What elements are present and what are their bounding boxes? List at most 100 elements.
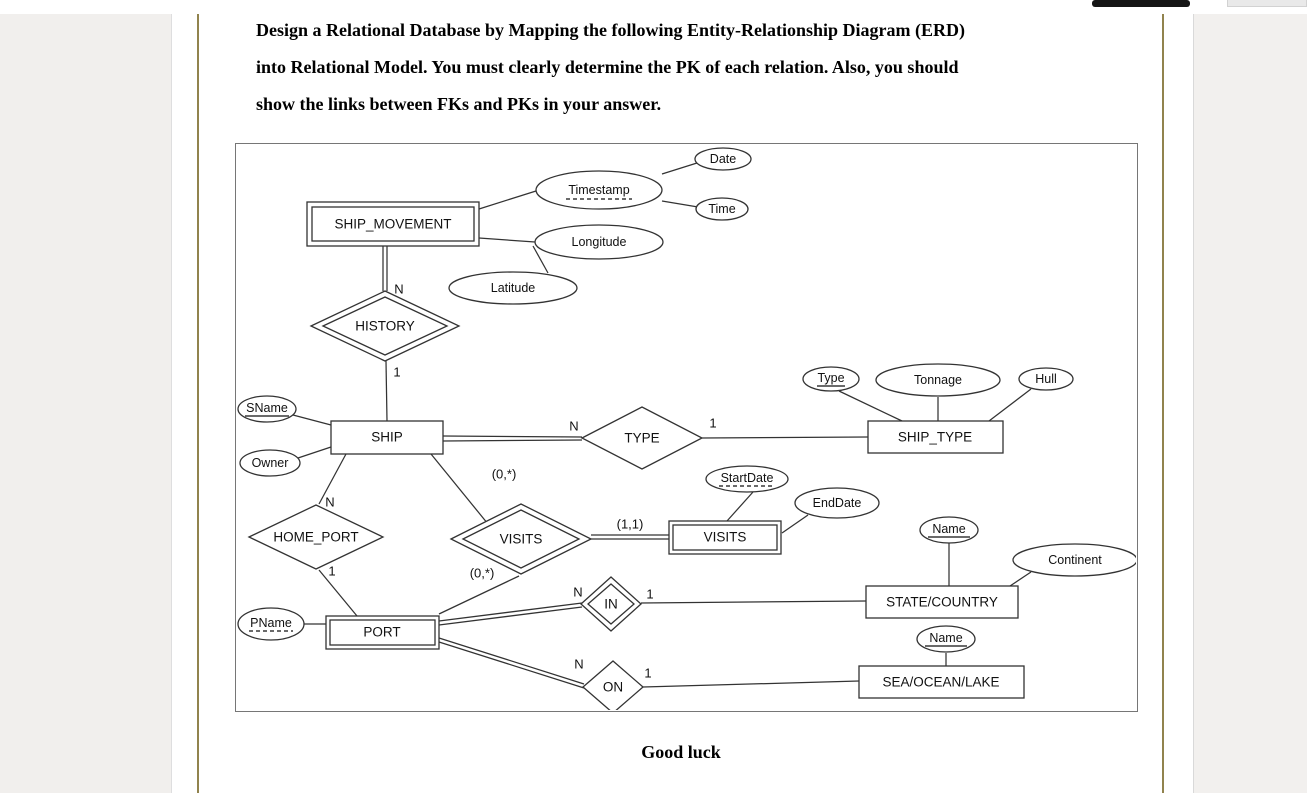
line-type-shiptype bbox=[701, 436, 869, 439]
attribute-name-sea-label: Name bbox=[929, 631, 962, 645]
attribute-enddate-label: EndDate bbox=[813, 496, 862, 510]
relationship-on-label: ON bbox=[603, 680, 623, 695]
attribute-time-label: Time bbox=[708, 202, 735, 216]
relationship-on bbox=[582, 660, 644, 714]
entity-ship bbox=[330, 420, 444, 455]
footer-text: Good luck bbox=[641, 742, 721, 762]
card-on-1: 1 bbox=[644, 666, 651, 681]
line-hull-shiptype bbox=[988, 388, 1032, 422]
attribute-enddate bbox=[794, 487, 880, 519]
attribute-timestamp-label: Timestamp bbox=[568, 183, 629, 197]
line-startdate-visits bbox=[726, 491, 754, 522]
line-port-visitsrel bbox=[438, 575, 520, 615]
card-type-1: 1 bbox=[709, 416, 716, 431]
line-owner-ship bbox=[297, 446, 332, 459]
right-margin-panel bbox=[1193, 14, 1307, 793]
line-ship-type-a bbox=[442, 435, 583, 438]
line-history-ship bbox=[385, 360, 388, 422]
card-homeport-n: N bbox=[325, 495, 334, 510]
line-continent-statecountry bbox=[1009, 571, 1032, 587]
cardinalities: N 1 N 1 (0,*) (1,1) (0,*) N 1 N 1 N 1 bbox=[325, 282, 716, 681]
relationship-history-label: HISTORY bbox=[355, 319, 415, 334]
relationship-in-inner bbox=[587, 583, 635, 625]
page-border-left bbox=[197, 14, 199, 793]
card-history-n: N bbox=[394, 282, 403, 297]
card-ship-visits: (0,*) bbox=[492, 467, 517, 482]
line-shipmovement-timestamp bbox=[478, 190, 537, 210]
line-port-in-b bbox=[438, 606, 583, 626]
attribute-tonnage bbox=[875, 363, 1001, 397]
attribute-continent-label: Continent bbox=[1048, 553, 1102, 567]
attribute-time bbox=[695, 197, 749, 221]
entity-sealake-label: SEA/OCEAN/LAKE bbox=[882, 675, 999, 690]
line-type-attr-shiptype bbox=[838, 390, 903, 422]
attribute-pname-label: PName bbox=[250, 616, 292, 630]
attribute-longitude-label: Longitude bbox=[572, 235, 627, 249]
entity-shiptype bbox=[867, 420, 1004, 454]
card-homeport-1: 1 bbox=[328, 564, 335, 579]
attribute-hull-label: Hull bbox=[1035, 372, 1057, 386]
question-line-3: show the links between FKs and PKs in yo… bbox=[256, 94, 662, 114]
attribute-name-state-label: Name bbox=[932, 522, 965, 536]
question-text: Design a Relational Database by Mapping … bbox=[256, 12, 1122, 123]
relationship-type-label: TYPE bbox=[624, 431, 659, 446]
attribute-owner-label: Owner bbox=[252, 456, 289, 470]
entity-port-inner bbox=[329, 619, 436, 646]
entity-port-label: PORT bbox=[363, 625, 400, 640]
question-line-2: into Relational Model. You must clearly … bbox=[256, 57, 959, 77]
entities: SHIP_MOVEMENT SHIP SHIP_TYPE VISITS PORT… bbox=[306, 201, 1025, 699]
line-shipmovement-longitude bbox=[478, 237, 536, 243]
line-ship-visitsrel bbox=[430, 453, 489, 525]
attribute-latitude bbox=[448, 271, 578, 305]
relationship-type bbox=[580, 406, 704, 470]
attribute-sname-label: SName bbox=[246, 401, 288, 415]
attribute-date bbox=[694, 147, 752, 171]
line-homeport-port bbox=[318, 569, 358, 617]
entity-sealake bbox=[858, 665, 1025, 699]
entity-statecountry bbox=[865, 585, 1019, 619]
question-line-1: Design a Relational Database by Mapping … bbox=[256, 20, 966, 40]
line-port-on-b bbox=[438, 641, 585, 689]
attribute-latitude-label: Latitude bbox=[491, 281, 536, 295]
entity-ship-label: SHIP bbox=[371, 430, 403, 445]
erd-diagram-frame: Timestamp Date Time Longitude Latitude S… bbox=[235, 143, 1138, 714]
relationship-visits-label: VISITS bbox=[500, 532, 543, 547]
page-border-right bbox=[1162, 14, 1164, 793]
relationship-visits-inner bbox=[461, 509, 581, 569]
left-margin-panel bbox=[0, 14, 172, 793]
entity-shiptype-label: SHIP_TYPE bbox=[898, 430, 972, 445]
card-history-1: 1 bbox=[393, 365, 400, 380]
relationship-in-label: IN bbox=[604, 597, 618, 612]
attribute-date-label: Date bbox=[710, 152, 736, 166]
line-timestamp-time bbox=[661, 200, 699, 208]
card-on-n: N bbox=[574, 657, 583, 672]
attribute-type-label: Type bbox=[817, 371, 844, 385]
entity-statecountry-label: STATE/COUNTRY bbox=[886, 595, 998, 610]
entity-visits-inner bbox=[672, 524, 778, 551]
line-sname-ship bbox=[292, 414, 332, 426]
line-timestamp-date bbox=[661, 162, 698, 175]
line-port-in-a bbox=[438, 602, 583, 622]
card-in-n: N bbox=[573, 585, 582, 600]
card-port-visits: (0,*) bbox=[470, 566, 495, 581]
relationship-homeport-label: HOME_PORT bbox=[273, 530, 358, 545]
entity-shipmovement-label: SHIP_MOVEMENT bbox=[334, 217, 451, 232]
card-visits-entity: (1,1) bbox=[617, 517, 644, 532]
relationships: HISTORY TYPE VISITS HOME_PORT IN ON bbox=[247, 290, 704, 714]
relationship-homeport bbox=[247, 504, 385, 570]
attribute-type bbox=[802, 366, 860, 392]
attribute-owner bbox=[239, 449, 301, 477]
card-in-1: 1 bbox=[646, 587, 653, 602]
top-corner-fragment bbox=[1227, 0, 1307, 7]
line-shipmovement-latitude bbox=[532, 245, 549, 274]
line-in-statecountry bbox=[640, 600, 867, 604]
top-scrollbar-fragment bbox=[1092, 0, 1190, 7]
line-ship-type-b bbox=[442, 439, 583, 442]
entity-shipmovement-inner bbox=[311, 206, 475, 242]
attribute-startdate-label: StartDate bbox=[721, 471, 774, 485]
line-port-on-a bbox=[438, 637, 585, 685]
attribute-longitude bbox=[534, 224, 664, 260]
relationship-history-inner bbox=[321, 296, 449, 356]
connectors bbox=[292, 162, 1032, 689]
line-on-sealake bbox=[642, 680, 860, 688]
